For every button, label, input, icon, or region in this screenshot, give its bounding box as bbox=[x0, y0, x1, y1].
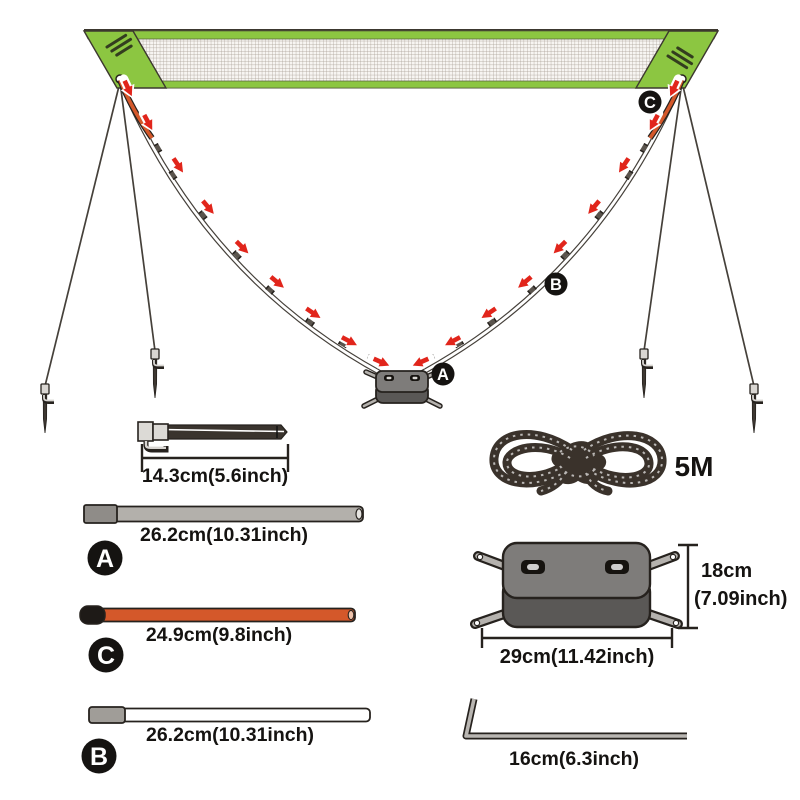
pole-c-dimension-label: 24.9cm(9.8inch) bbox=[146, 624, 292, 646]
ground-stake-icon bbox=[748, 382, 765, 435]
stake-dimension-label: 14.3cm(5.6inch) bbox=[142, 465, 288, 487]
net bbox=[82, 29, 720, 89]
part-label-b-letter: B bbox=[90, 743, 108, 771]
part-pole-c: 24.9cm(9.8inch) C bbox=[79, 605, 356, 673]
ground-stake-icon bbox=[149, 347, 166, 400]
part-label-b bbox=[81, 738, 117, 774]
left-pole bbox=[118, 79, 389, 379]
part-stake: 14.3cm(5.6inch) bbox=[137, 421, 290, 487]
part-base: 18cm (7.09inch) 29cm(11.42inch) bbox=[470, 541, 787, 668]
pole-c-cap bbox=[79, 605, 106, 625]
guy-lines bbox=[44, 81, 755, 387]
hex-key-body bbox=[464, 698, 687, 738]
base-width-dimension-line bbox=[480, 628, 674, 648]
base-width-label: 29cm(11.42inch) bbox=[500, 646, 655, 668]
part-hex-key: 16cm(6.3inch) bbox=[462, 698, 687, 770]
ground-stake-icon bbox=[39, 382, 56, 435]
pole-b-ferrule bbox=[88, 706, 126, 724]
rope-length-label: 5M bbox=[675, 451, 714, 482]
base-height-label-2: (7.09inch) bbox=[694, 588, 787, 610]
part-label-c bbox=[88, 637, 124, 673]
hex-key-outline bbox=[462, 698, 687, 740]
part-label-c-letter: C bbox=[97, 642, 115, 670]
pole-a-ferrule bbox=[83, 504, 118, 524]
callout-a-letter: A bbox=[437, 366, 449, 384]
callout-b: B bbox=[544, 272, 568, 296]
curved-poles bbox=[117, 78, 685, 380]
left-pole-outline bbox=[117, 78, 390, 380]
callout-b-letter: B bbox=[550, 276, 562, 294]
pole-b-dimension-label: 26.2cm(10.31inch) bbox=[146, 724, 314, 746]
center-base bbox=[361, 369, 443, 409]
brand-logo bbox=[105, 33, 133, 57]
net-bottom-tape bbox=[116, 80, 686, 89]
base-height-dimension-line bbox=[678, 543, 698, 630]
right-pole bbox=[413, 79, 684, 379]
stake-head bbox=[137, 421, 154, 442]
net-top-tape bbox=[83, 30, 719, 40]
pole-a-dimension-label: 26.2cm(10.31inch) bbox=[140, 524, 308, 546]
pole-b-body bbox=[90, 707, 371, 723]
stake-dimension-line bbox=[140, 444, 290, 472]
part-pole-b: 26.2cm(10.31inch) B bbox=[81, 706, 371, 774]
right-pole-outline bbox=[412, 78, 685, 380]
part-rope: 5M bbox=[489, 430, 714, 496]
net-assembly-scene: A B C bbox=[39, 29, 765, 435]
pole-c-body bbox=[94, 607, 356, 623]
ground-stake-icon bbox=[638, 347, 655, 400]
part-label-a-letter: A bbox=[96, 545, 114, 573]
callout-a: A bbox=[431, 362, 455, 386]
net-right-end-panel bbox=[634, 30, 720, 89]
callout-c-letter: C bbox=[644, 94, 656, 112]
pole-a-body bbox=[85, 505, 364, 523]
part-pole-a: 26.2cm(10.31inch) A bbox=[83, 504, 364, 576]
part-label-a bbox=[87, 540, 123, 576]
hex-key-dimension-label: 16cm(6.3inch) bbox=[509, 748, 639, 770]
brand-logo bbox=[666, 46, 694, 70]
base-height-label-1: 18cm bbox=[701, 560, 752, 582]
callout-c: C bbox=[638, 90, 662, 114]
net-left-end-panel bbox=[82, 30, 168, 89]
base-upper-shell bbox=[501, 541, 652, 600]
net-mesh bbox=[84, 31, 718, 88]
